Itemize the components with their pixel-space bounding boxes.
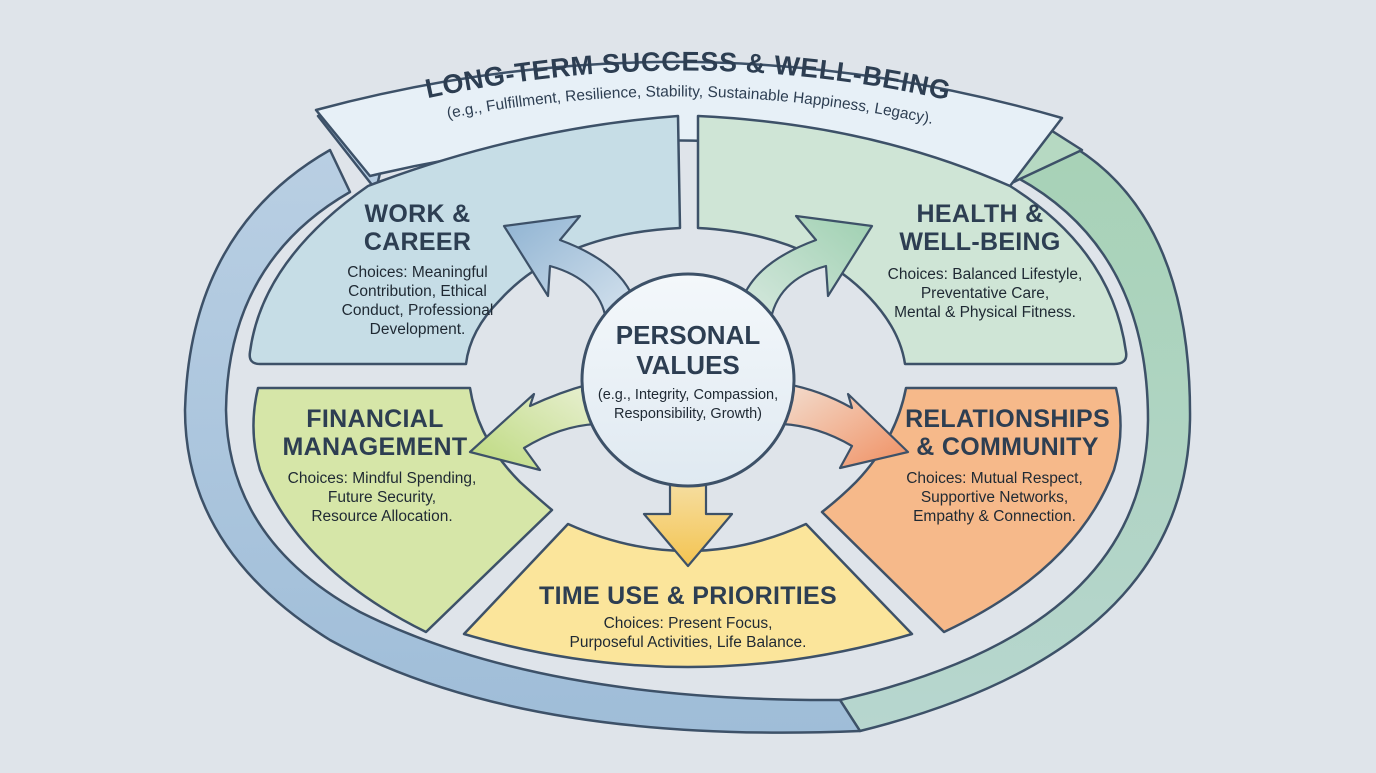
time-segment (462, 522, 914, 669)
financial-title: FINANCIAL MANAGEMENT (282, 405, 468, 461)
health-title: HEALTH & WELL-BEING (899, 200, 1061, 256)
time-title: TIME USE & PRIORITIES (539, 582, 837, 610)
relationships-choices: Choices: Mutual Respect, Supportive Netw… (906, 470, 1083, 525)
arrow-to-financial (468, 382, 598, 472)
work-career-segment (248, 114, 682, 366)
financial-choices: Choices: Mindful Spending, Future Securi… (287, 470, 477, 525)
center-title: PERSONAL VALUES (615, 320, 761, 380)
outer-ring-left (183, 148, 862, 734)
center-examples: (e.g., Integrity, Compassion, Responsibi… (597, 387, 779, 422)
work-title: WORK & CAREER (363, 200, 472, 256)
health-choices: Choices: Balanced Lifestyle, Preventativ… (887, 266, 1083, 321)
arrow-to-health (740, 214, 874, 326)
time-choices: Choices: Present Focus, Purposeful Activ… (569, 615, 807, 651)
relationships-title: RELATIONSHIPS & COMMUNITY (905, 405, 1110, 461)
work-choices: Choices: Meaningful Contribution, Ethica… (341, 264, 494, 338)
arrow-to-relationships (780, 382, 910, 470)
arrow-to-work (502, 214, 636, 322)
personal-values-hub (580, 272, 796, 488)
